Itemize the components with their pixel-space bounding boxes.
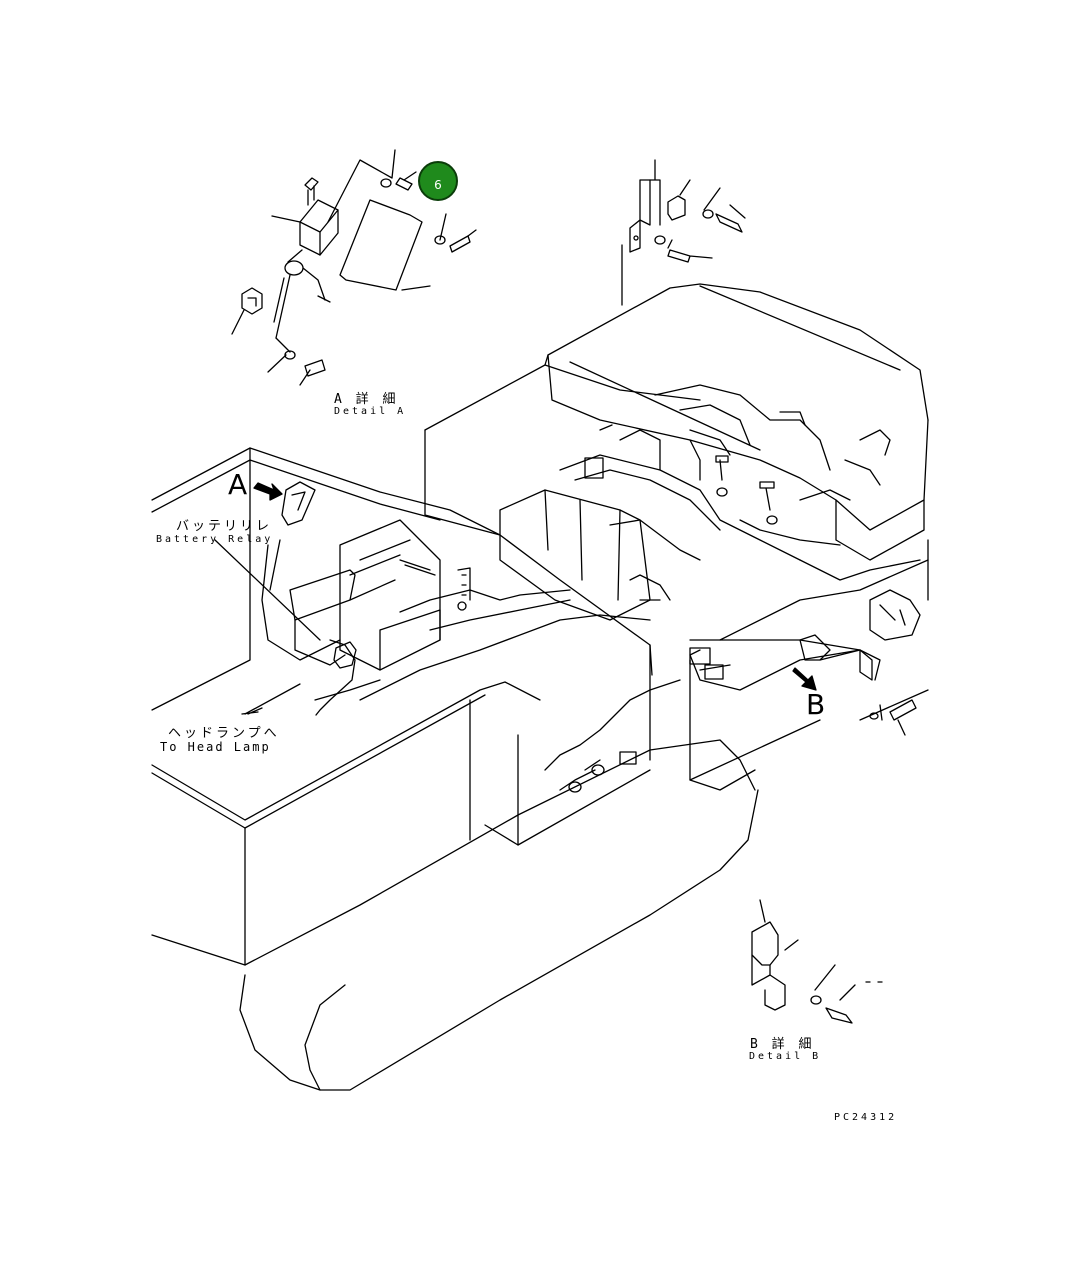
detail-a-jp-label: A 詳 細 [334,392,399,407]
detail-a-assembly [231,149,477,386]
detail-b-assembly [751,899,883,1024]
top-right-bracket [621,159,746,306]
marker-b-label: B [806,688,826,721]
battery-relay-jp-label: バッテリリレ [176,519,273,534]
machine-body [151,283,929,1091]
detail-b-jp-label: B 詳 細 [750,1037,815,1052]
marker-a-label: A [228,468,248,501]
head-lamp-en-label: To Head Lamp [160,740,271,754]
detail-a-en-label: Detail A [334,406,407,417]
battery-relay-en-label: Battery Relay [156,534,274,545]
drawing-code: PC24312 [834,1112,898,1123]
detail-b-en-label: Detail B [749,1051,822,1062]
head-lamp-jp-label: ヘッドランプへ [168,726,280,741]
callout-6-number: 6 [434,178,442,192]
callout-6-badge[interactable]: 6 [418,161,458,201]
